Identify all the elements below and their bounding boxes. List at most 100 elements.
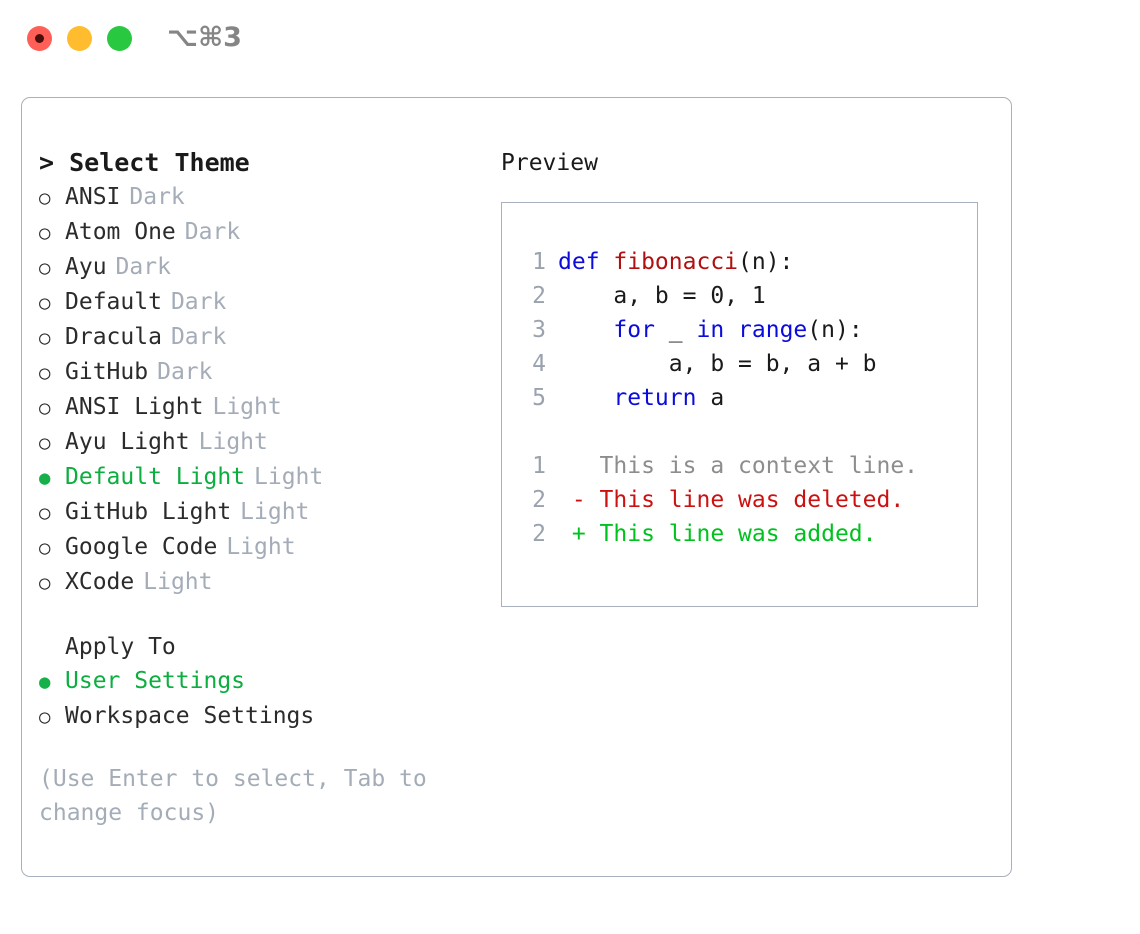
diff-line: 2 - This line was deleted. [516,483,977,517]
code-token-del: - This line was deleted. [558,487,905,513]
line-number: 2 [532,487,546,513]
code-token-plain: a, b = b, a + b [558,351,877,377]
code-token-plain [724,317,738,343]
code-token-kw: def [558,249,614,275]
code-content: for _ in range(n): [558,313,863,347]
code-content: return a [558,381,724,415]
code-token-plain [558,385,613,411]
theme-variant-tag: Light [240,499,310,525]
theme-option-label: Default Light [65,464,246,490]
diff-content: This is a context line. [558,449,919,483]
apply-to-option-list[interactable]: ● User Settings ○Workspace Settings [39,664,479,734]
theme-option-github[interactable]: ○ GitHub Dark [39,355,479,390]
diff-sample: 1 This is a context line.2 - This line w… [516,449,977,551]
code-line: 3 for _ in range(n): [516,313,977,347]
keyboard-hint: (Use Enter to select, Tab to change focu… [39,766,441,826]
diff-content: - This line was deleted. [558,483,904,517]
line-number: 1 [532,453,546,479]
theme-variant-tag: Dark [184,219,241,245]
theme-variant-tag: Light [226,534,296,560]
theme-option-label: Google Code [65,534,218,560]
keyboard-shortcut-label: ⌥⌘3 [167,22,242,53]
radio-unselected-icon: ○ [39,397,51,419]
code-token-plain: a [696,385,725,411]
window-controls [27,26,132,51]
theme-variant-tag: Light [212,394,282,420]
line-number: 2 [532,283,546,309]
theme-variant-tag: Dark [115,254,171,280]
diff-line: 2 + This line was added. [516,517,977,551]
radio-unselected-icon: ○ [39,572,51,594]
code-token-add: + This line was added. [558,521,877,547]
code-token-plain [558,317,613,343]
theme-option-label: ANSI [65,184,121,210]
code-token-plain: a, b = 0, 1 [558,283,766,309]
theme-option-label: ANSI Light [65,394,204,420]
theme-option-label: Default [65,289,162,315]
radio-unselected-icon: ○ [39,502,51,524]
code-token-plain: _ [654,317,697,343]
theme-option-github-light[interactable]: ○ GitHub Light Light [39,495,479,530]
window-titlebar: ⌥⌘3 [0,0,1140,78]
theme-option-label: GitHub Light [65,499,232,525]
radio-unselected-icon: ○ [39,187,51,209]
line-number: 4 [532,351,546,377]
code-line: 4 a, b = b, a + b [516,347,977,381]
code-token-fn: fibonacci [613,249,739,275]
diff-line: 1 This is a context line. [516,449,977,483]
radio-selected-icon: ● [39,671,51,693]
theme-variant-tag: Dark [170,324,227,350]
theme-option-ansi-light[interactable]: ○ ANSI Light Light [39,390,479,425]
theme-variant-tag: Dark [157,359,213,385]
radio-unselected-icon: ○ [39,706,51,728]
apply-to-option-workspace-settings[interactable]: ○Workspace Settings [39,699,479,734]
radio-unselected-icon: ○ [39,257,51,279]
theme-option-label: Atom One [65,219,176,245]
diff-content: + This line was added. [558,517,877,551]
theme-option-label: Ayu Light [65,429,190,455]
theme-option-label: XCode [65,569,135,595]
theme-variant-tag: Dark [170,289,227,315]
radio-unselected-icon: ○ [39,222,51,244]
line-number: 5 [532,385,546,411]
apply-to-option-label: User Settings [65,668,246,694]
maximize-button[interactable] [107,26,132,51]
code-line: 5 return a [516,381,977,415]
code-token-plain: (n): [807,317,863,343]
radio-unselected-icon: ○ [39,292,51,314]
theme-option-atom-one[interactable]: ○ Atom One Dark [39,215,479,250]
minimize-button[interactable] [67,26,92,51]
code-line: 2 a, b = 0, 1 [516,279,977,313]
radio-unselected-icon: ○ [39,537,51,559]
preview-title: Preview [501,150,598,176]
theme-option-dracula[interactable]: ○ Dracula Dark [39,320,479,355]
code-token-kw: in [696,317,725,343]
code-token-ctx: This is a context line. [558,453,919,479]
code-diff-spacer [516,415,977,449]
theme-option-default[interactable]: ○ Default Dark [39,285,479,320]
code-token-kw: range [738,317,808,343]
theme-option-label: GitHub [65,359,149,385]
code-token-kw: for [613,317,655,343]
radio-unselected-icon: ○ [39,432,51,454]
close-button[interactable] [27,26,52,51]
theme-option-google-code[interactable]: ○ Google Code Light [39,530,479,565]
code-content: a, b = b, a + b [558,347,877,381]
radio-unselected-icon: ○ [39,327,51,349]
radio-selected-icon: ● [39,467,51,489]
radio-unselected-icon: ○ [39,362,51,384]
theme-option-label: Dracula [65,324,162,350]
apply-to-option-user-settings[interactable]: ● User Settings [39,664,479,699]
